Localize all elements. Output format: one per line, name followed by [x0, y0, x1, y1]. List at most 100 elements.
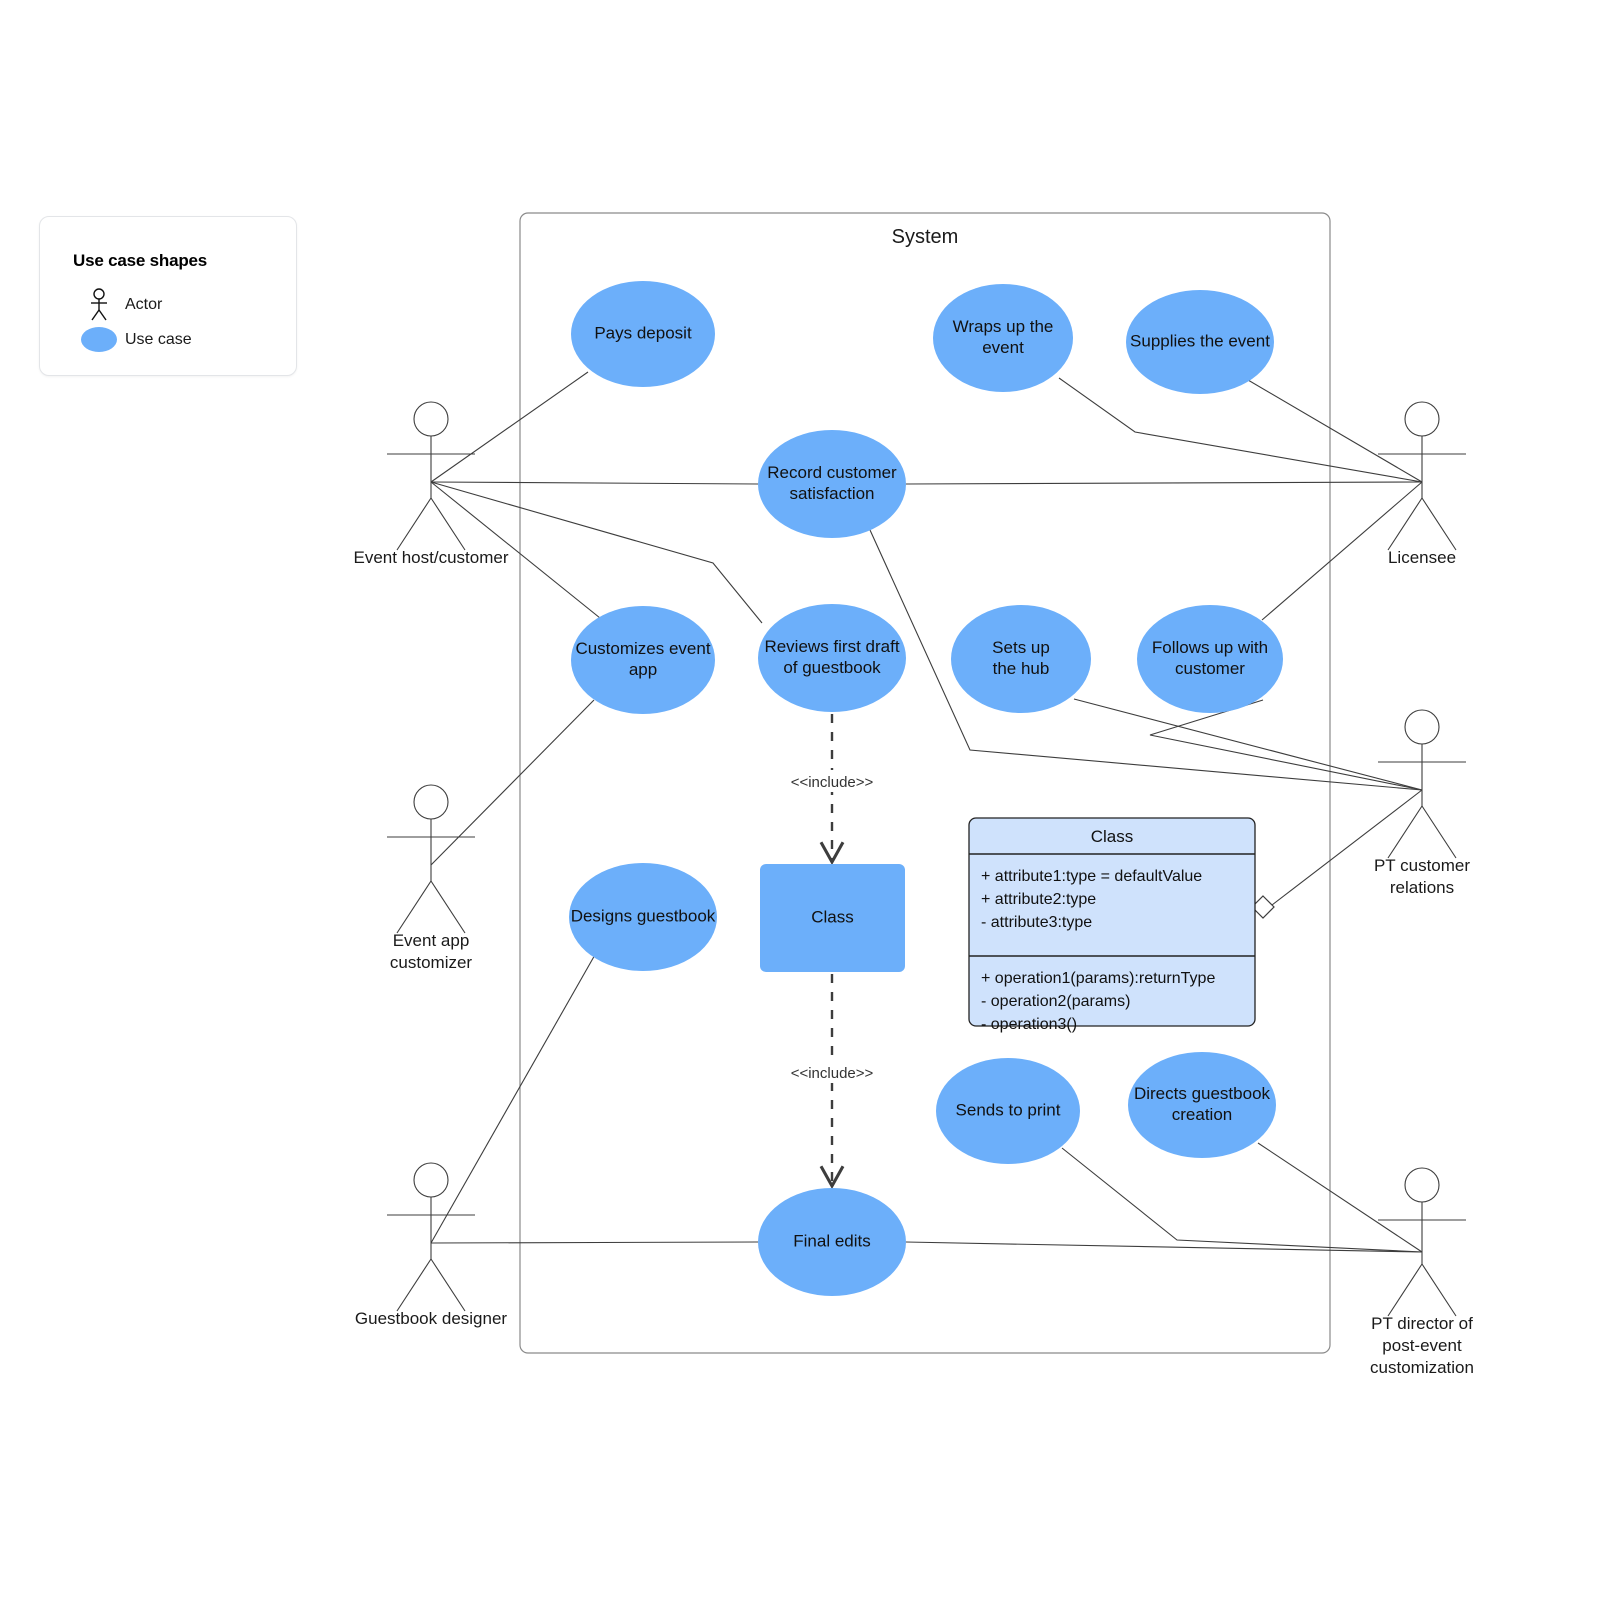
actor-label: customizer [390, 953, 473, 972]
actor-head-icon [413, 1162, 449, 1198]
actor-label: PT director of [1371, 1314, 1473, 1333]
assoc-host-pays-deposit[interactable] [430, 371, 589, 483]
legend-label-actor: Actor [125, 296, 163, 313]
class-detail-box[interactable]: Class + attribute1:type = defaultValue + a… [968, 817, 1256, 1033]
aggregation-link-line[interactable] [1271, 789, 1423, 906]
assoc-designer-designs[interactable] [430, 952, 597, 1244]
use-case-label: Final edits [793, 1231, 870, 1250]
class-node-label: Class [811, 907, 854, 926]
actor-event-app-customizer[interactable]: Event app customizer [387, 784, 475, 972]
actor-right-leg-icon [430, 880, 466, 934]
use-case-ellipse-shape [1128, 1052, 1276, 1158]
assoc-designer-final-edits[interactable] [430, 1241, 759, 1244]
actor-head-icon [1404, 1167, 1440, 1203]
actor-left-leg-icon [396, 1258, 432, 1312]
use-case-ellipse-shape [571, 281, 715, 387]
assoc-host-record-satisfaction[interactable] [430, 481, 759, 485]
use-case-sends-to-print[interactable]: Sends to print [936, 1058, 1080, 1164]
actor-right-leg-icon [430, 1258, 466, 1312]
use-case-ellipse-shape [758, 1188, 906, 1296]
actor-label: Event host/customer [354, 548, 509, 567]
use-case-ellipse-shape [571, 606, 715, 714]
class-box-title: Class [1091, 827, 1134, 846]
class-attribute: + attribute2:type [981, 891, 1096, 908]
class-operation: - operation3() [981, 1016, 1077, 1033]
use-case-label: Wraps up the [953, 317, 1054, 336]
use-case-label: Customizes event [575, 639, 710, 658]
assoc-host-reviews-draft[interactable] [430, 481, 763, 624]
assoc-ptdirector-sends-print[interactable] [1061, 1147, 1423, 1253]
use-case-label: Follows up with [1152, 638, 1268, 657]
use-case-ellipse-shape [1137, 605, 1283, 713]
legend-panel: Use case shapes Actor Use case [39, 216, 297, 376]
include-reviews-to-class[interactable]: <<include>> [780, 714, 884, 866]
use-case-supplies-event[interactable]: Supplies the event [1126, 290, 1274, 394]
include-stereotype-label: <<include>> [791, 1065, 874, 1082]
include-class-to-final[interactable]: <<include>> [780, 974, 884, 1190]
system-boundary-rect [519, 212, 1331, 1354]
actor-head-icon [413, 784, 449, 820]
system-title: System [892, 226, 959, 248]
use-case-label: Sends to print [956, 1100, 1061, 1119]
actor-right-leg-icon [1421, 1263, 1457, 1317]
assoc-licensee-wraps-up[interactable] [1058, 377, 1423, 483]
actor-left-leg-icon [1387, 497, 1423, 551]
use-case-ellipse-shape [569, 863, 717, 971]
assoc-licensee-record-sat[interactable] [905, 481, 1423, 485]
assoc-host-customizes-app[interactable] [430, 481, 601, 619]
include-dependencies: <<include>> <<include>> [780, 714, 884, 1190]
assoc-ptcr-record-sat[interactable] [869, 529, 1423, 791]
use-case-label: Reviews first draft [764, 637, 899, 656]
actor-left-leg-icon [396, 880, 432, 934]
use-case-label: Designs guestbook [571, 906, 716, 925]
actor-event-host-customer[interactable]: Event host/customer [354, 401, 509, 567]
actor-stick-figure-icon [73, 288, 125, 322]
use-case-label: Sets up [992, 638, 1050, 657]
assoc-licensee-supplies[interactable] [1247, 379, 1423, 483]
use-case-ellipse-shape [758, 430, 906, 538]
actor-label: PT customer [1374, 856, 1470, 875]
class-node[interactable]: Class [760, 864, 905, 972]
actor-pt-customer-relations[interactable]: PT customer relations [1374, 709, 1470, 897]
use-case-ellipse-shape [1126, 290, 1274, 394]
assoc-appcustomizer-customizes[interactable] [430, 699, 595, 866]
actor-guestbook-designer[interactable]: Guestbook designer [355, 1162, 507, 1328]
assoc-ptcr-sets-up-hub[interactable] [1073, 698, 1423, 791]
class-attribute: + attribute1:type = defaultValue [981, 868, 1202, 885]
assoc-ptcr-follows-up[interactable] [1149, 699, 1423, 791]
actor-head-icon [1404, 709, 1440, 745]
assoc-ptdirector-directs[interactable] [1257, 1142, 1423, 1253]
assoc-licensee-follows-up[interactable] [1261, 481, 1423, 621]
aggregation-diamond-icon [1251, 895, 1275, 919]
actor-licensee[interactable]: Licensee [1378, 401, 1466, 567]
use-case-follows-up[interactable]: Follows up with customer [1137, 605, 1283, 713]
include-label-backdrop [780, 1061, 884, 1083]
actor-label: relations [1390, 878, 1454, 897]
assoc-ptdirector-final-edits[interactable] [905, 1241, 1423, 1253]
aggregation-connector [1251, 789, 1423, 919]
use-case-pays-deposit[interactable]: Pays deposit [571, 281, 715, 387]
use-case-label: satisfaction [789, 484, 874, 503]
use-case-final-edits[interactable]: Final edits [758, 1188, 906, 1296]
class-attribute: - attribute3:type [981, 914, 1092, 931]
use-case-label: Supplies the event [1130, 331, 1270, 350]
actor-label: Event app [393, 931, 470, 950]
actor-left-leg-icon [1387, 805, 1423, 859]
include-label-backdrop [780, 770, 884, 792]
use-case-designs-guestbook[interactable]: Designs guestbook [569, 863, 717, 971]
actor-label: Licensee [1388, 548, 1456, 567]
actor-left-leg-icon [396, 497, 432, 551]
use-case-label: customer [1175, 659, 1245, 678]
actor-right-leg-icon [430, 497, 466, 551]
